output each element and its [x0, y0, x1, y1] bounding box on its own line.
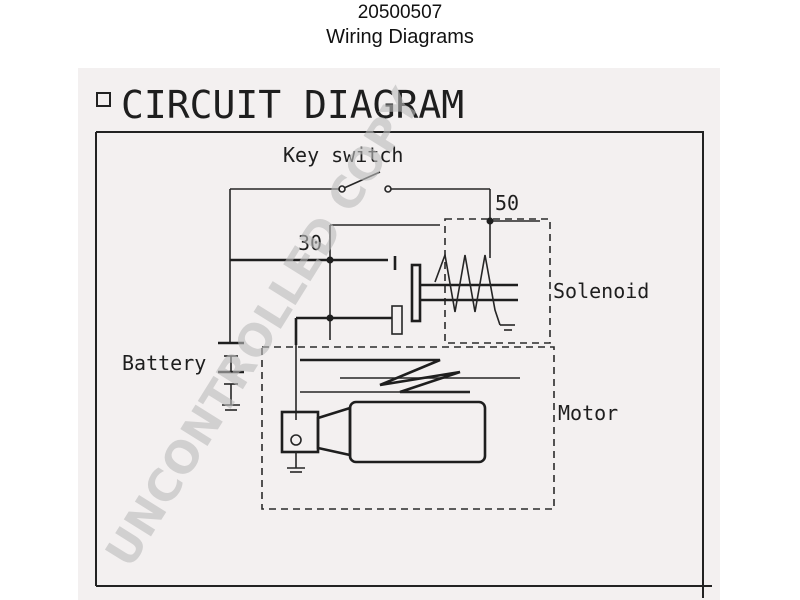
key-switch-label: Key switch [283, 143, 403, 167]
key-switch-icon [230, 171, 490, 193]
junction-50-icon [486, 217, 494, 225]
motor-winding-icon [300, 358, 470, 394]
motor-outline [261, 346, 555, 510]
uncontrolled-copy-watermark: UNCONTROLLED COPY [96, 80, 432, 576]
terminal-50-label: 50 [495, 191, 519, 215]
motor-label: Motor [558, 401, 618, 425]
junction-lower-icon [326, 314, 334, 322]
diagram-title: CIRCUIT DIAGRAM [121, 83, 464, 127]
terminal-30-label: 30 [298, 231, 322, 255]
motor-body-icon [280, 400, 487, 473]
battery-icon [218, 341, 244, 411]
solenoid-label: Solenoid [553, 279, 649, 303]
solenoid-outline [444, 218, 551, 344]
title-checkbox-icon [96, 92, 111, 107]
battery-label: Battery [122, 351, 206, 375]
header-title: Wiring Diagrams [326, 26, 474, 48]
junction-30-icon [326, 256, 334, 264]
part-number: 20500507 [357, 2, 443, 23]
diagram-frame-top [96, 131, 704, 598]
solenoid-coil-icon [391, 251, 518, 335]
